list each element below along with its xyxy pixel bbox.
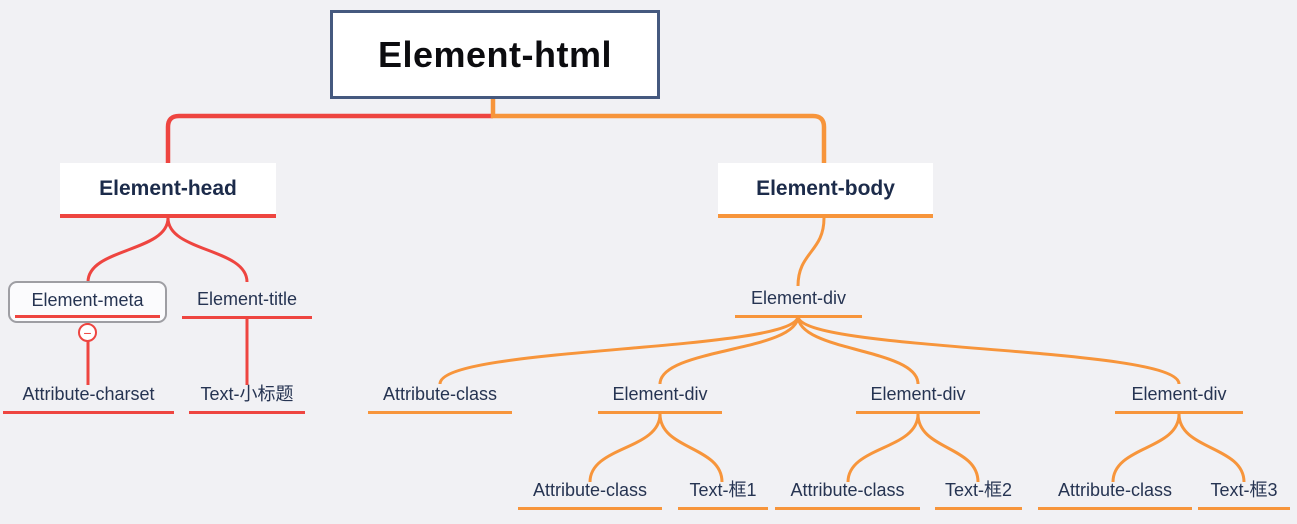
node-element-head-label: Element-head <box>99 176 237 200</box>
connector-div1-to-attrclass2 <box>588 413 662 483</box>
collapse-toggle-button[interactable]: − <box>78 323 97 342</box>
node-attribute-class-4[interactable]: Attribute-class <box>1038 477 1192 510</box>
connector-div1-to-text1 <box>658 413 724 483</box>
node-text-box-2[interactable]: Text-框2 <box>935 477 1022 510</box>
connector-div3-to-text3 <box>1177 413 1246 483</box>
node-element-title[interactable]: Element-title <box>182 286 312 319</box>
connector-root-to-body <box>491 113 827 164</box>
node-element-div-main[interactable]: Element-div <box>735 285 862 318</box>
connector-div2-to-text2 <box>916 413 980 483</box>
node-attribute-charset[interactable]: Attribute-charset <box>3 381 174 414</box>
node-element-body-label: Element-body <box>756 176 895 200</box>
connector-div2-to-attrclass3 <box>846 413 920 483</box>
connector-div-to-attrclass1 <box>438 315 800 385</box>
node-element-head[interactable]: Element-head <box>60 163 276 218</box>
connector-div-to-div2 <box>796 315 920 385</box>
node-element-html[interactable]: Element-html <box>330 10 660 99</box>
node-element-html-label: Element-html <box>377 33 613 75</box>
node-element-body[interactable]: Element-body <box>718 163 933 218</box>
node-attribute-class-1[interactable]: Attribute-class <box>368 381 512 414</box>
node-element-div-child-2[interactable]: Element-div <box>856 381 980 414</box>
connector-div3-to-attrclass4 <box>1111 413 1181 483</box>
minus-icon: − <box>83 324 92 341</box>
connector-div-to-div3 <box>796 315 1181 385</box>
node-text-box-1[interactable]: Text-框1 <box>678 477 768 510</box>
connector-head-to-meta <box>86 217 170 283</box>
node-element-div-child-1[interactable]: Element-div <box>598 381 722 414</box>
connector-div-to-div1 <box>658 315 800 385</box>
node-text-subtitle[interactable]: Text-小标题 <box>189 381 305 414</box>
node-element-meta[interactable]: Element-meta <box>15 288 160 318</box>
node-attribute-class-2[interactable]: Attribute-class <box>518 477 662 510</box>
connector-head-to-title <box>166 217 249 283</box>
node-attribute-class-3[interactable]: Attribute-class <box>775 477 920 510</box>
node-element-meta-selection-frame[interactable]: Element-meta <box>8 281 167 323</box>
connector-root-to-head <box>165 113 493 164</box>
node-element-div-child-3[interactable]: Element-div <box>1115 381 1243 414</box>
connector-body-to-div <box>796 217 826 287</box>
node-text-box-3[interactable]: Text-框3 <box>1198 477 1290 510</box>
